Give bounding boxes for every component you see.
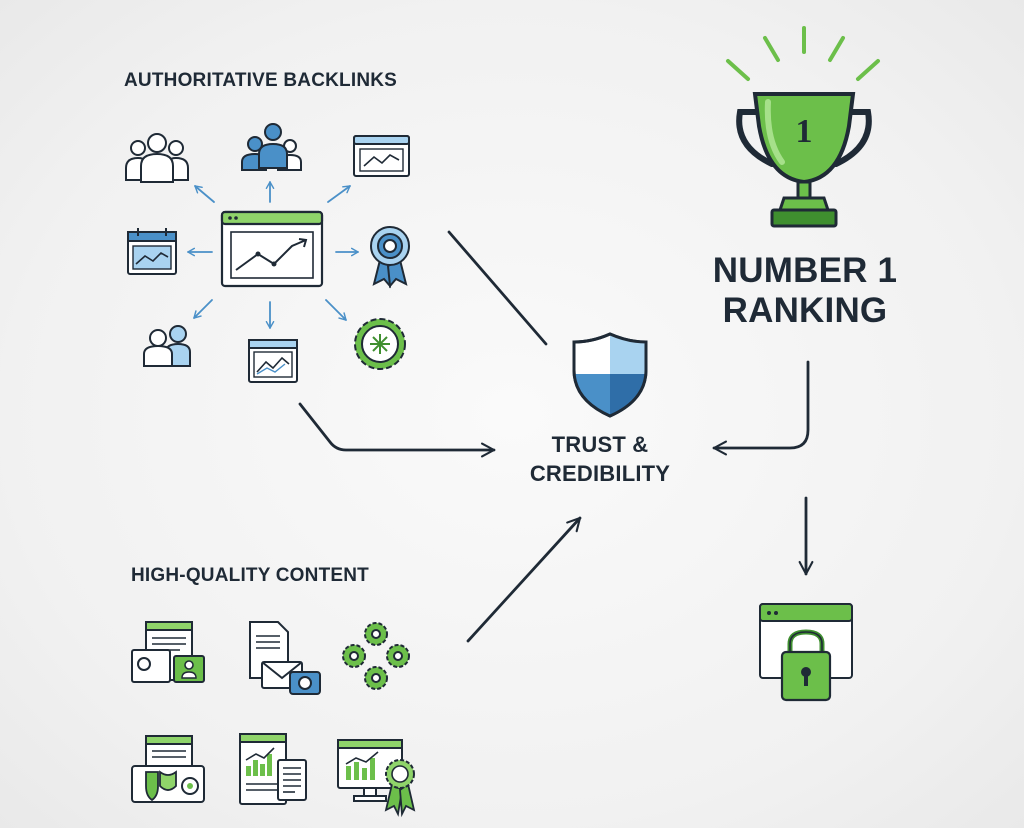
award-badge-icon bbox=[370, 226, 410, 289]
calendar-chart-icon bbox=[127, 228, 177, 275]
trophy-number: 1 bbox=[796, 113, 813, 150]
backlinks-cluster bbox=[125, 123, 410, 383]
arrow-backlinks-to-trust bbox=[298, 402, 496, 458]
arrow-line-backlinks-diagonal bbox=[447, 230, 548, 346]
trust-line-2: CREDIBILITY bbox=[529, 461, 671, 486]
trust-credibility-label: TRUST & CREDIBILITY bbox=[502, 430, 698, 488]
trust-line-1: TRUST & bbox=[551, 432, 649, 457]
gear-seal-icon bbox=[354, 318, 406, 370]
document-mail-icon bbox=[249, 621, 321, 695]
ranking-line-2: RANKING bbox=[722, 291, 888, 330]
report-chart-icon bbox=[239, 733, 307, 805]
ranking-line-1: NUMBER 1 bbox=[712, 251, 898, 290]
trend-chart-icon bbox=[248, 339, 298, 383]
secure-browser-lock-icon bbox=[759, 603, 853, 702]
chart-window-icon bbox=[353, 135, 410, 177]
team-icon bbox=[241, 123, 302, 171]
trophy-rays bbox=[726, 26, 880, 81]
monitor-award-icon bbox=[337, 739, 416, 818]
trophy-icon: 1 bbox=[726, 26, 880, 228]
content-cluster bbox=[131, 621, 416, 818]
article-profile-icon bbox=[131, 621, 205, 683]
gears-icon bbox=[342, 622, 410, 690]
users-icon bbox=[143, 325, 191, 367]
analytics-dashboard-icon bbox=[220, 210, 324, 288]
high-quality-content-label: HIGH-QUALITY CONTENT bbox=[131, 565, 369, 586]
arrow-ranking-to-trust bbox=[712, 360, 810, 456]
authoritative-backlinks-label: AUTHORITATIVE BACKLINKS bbox=[124, 70, 398, 91]
flow-arrows bbox=[298, 230, 814, 643]
group-icon bbox=[125, 133, 189, 183]
shield-icon bbox=[572, 332, 648, 418]
radiating-arrows bbox=[187, 181, 359, 329]
arrow-content-to-trust bbox=[466, 516, 582, 643]
shield-article-icon bbox=[131, 735, 205, 803]
